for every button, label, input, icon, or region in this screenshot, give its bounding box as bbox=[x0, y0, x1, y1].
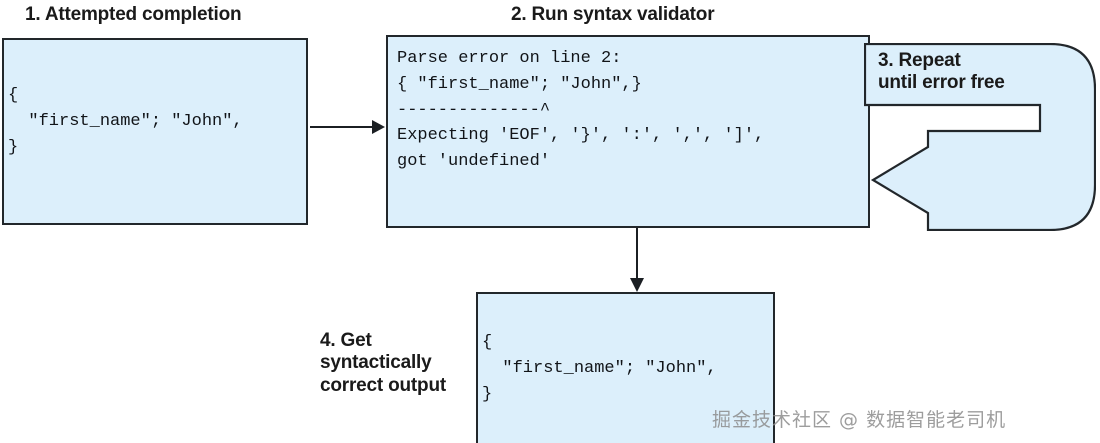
connector-1-to-2-arrowhead bbox=[372, 120, 385, 134]
connector-2-to-4-arrowhead bbox=[630, 278, 644, 292]
step-3-label: 3. Repeat until error free bbox=[878, 50, 1005, 94]
loop-back-shape bbox=[864, 43, 1096, 231]
loop-back-arrow-icon bbox=[864, 43, 1096, 231]
watermark-text: 掘金技术社区 @ 数据智能老司机 bbox=[712, 409, 1007, 431]
step-4-code-text: { "first_name"; "John", } bbox=[482, 333, 717, 404]
step-1-label: 1. Attempted completion bbox=[25, 4, 242, 25]
step-4-code-box bbox=[476, 292, 775, 443]
connector-1-to-2-line bbox=[310, 126, 374, 128]
step-1-code-text: { "first_name"; "John", } bbox=[8, 86, 243, 157]
step-1-code-box bbox=[2, 38, 308, 225]
step-2-code-text: Parse error on line 2: { "first_name"; "… bbox=[397, 49, 765, 172]
step-4-label: 4. Get syntactically correct output bbox=[320, 330, 446, 396]
connector-2-to-4-line bbox=[636, 228, 638, 280]
step-2-label: 2. Run syntax validator bbox=[511, 4, 715, 25]
step-2-code-box bbox=[386, 35, 870, 228]
